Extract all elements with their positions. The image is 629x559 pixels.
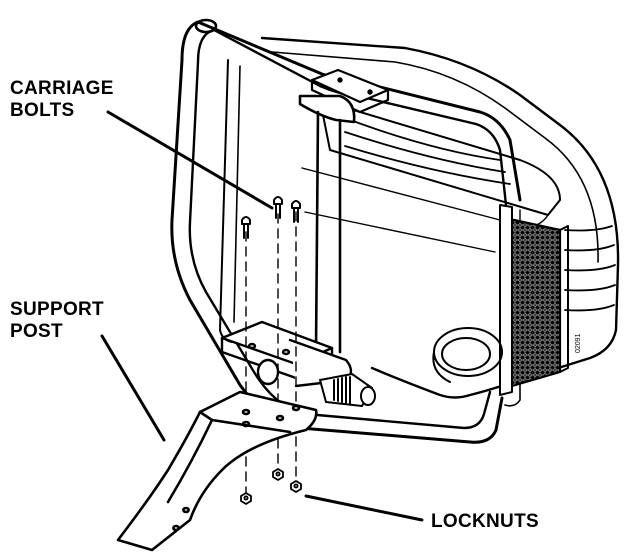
carriage-bolt-3 [291, 200, 301, 223]
carriage-bolts-label-line2: BOLTS [10, 100, 75, 121]
locknuts-label: LOCKNUTS [431, 511, 539, 533]
carriage-bolt-1 [241, 216, 251, 239]
support-post-label: SUPPORT POST [10, 299, 104, 343]
support-post-label-line2: POST [10, 321, 63, 342]
locknuts-label-line1: LOCKNUTS [431, 511, 539, 532]
drawing-code: 02091 [575, 333, 582, 353]
support-post [116, 390, 318, 552]
carriage-bolts-label: CARRIAGE BOLTS [10, 78, 114, 122]
housing-shell [260, 36, 620, 407]
housing-port [432, 327, 503, 383]
stanchion-tube [298, 94, 356, 354]
locknut-3 [290, 480, 302, 493]
spring-latch [319, 373, 376, 407]
carriage-bolt-2 [273, 196, 283, 219]
top-bracket [310, 68, 390, 114]
locknut-1 [240, 492, 252, 505]
leader-locknuts [304, 494, 424, 522]
leader-support-post [100, 334, 166, 442]
housing-ribs [344, 117, 616, 312]
mounting-bracket [220, 320, 353, 388]
locknut-2 [272, 468, 284, 481]
leader-lines [100, 110, 424, 522]
support-post-label-line1: SUPPORT [10, 299, 104, 320]
carriage-bolts-label-line1: CARRIAGE [10, 78, 114, 99]
leader-carriage-bolts [106, 110, 274, 210]
vent-screen [499, 204, 569, 396]
